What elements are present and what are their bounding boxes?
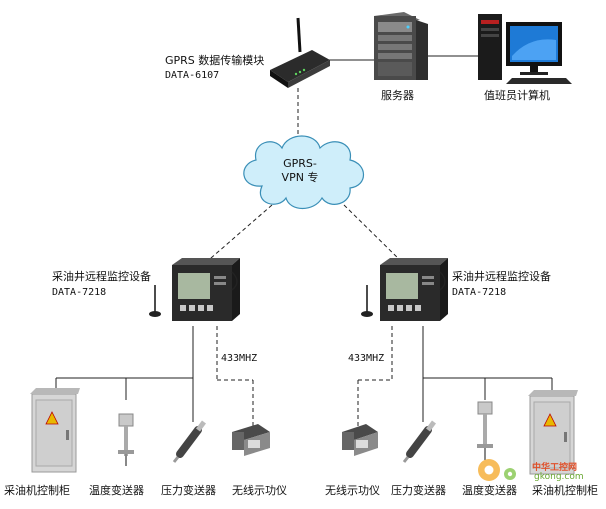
operator-pc-icon — [478, 14, 572, 84]
cloud-label: GPRS- VPN 专 — [272, 157, 328, 185]
right-pressure-transmitter-icon — [402, 420, 436, 463]
right-device-pressure-label: 压力变送器 — [391, 484, 446, 497]
link-cloud-left-station — [202, 204, 273, 266]
watermark-gear-icon — [478, 459, 516, 481]
right-device-cabinet-label: 采油机控制柜 — [532, 484, 598, 497]
left-monitor-unit-icon — [149, 258, 240, 321]
left-device-temperature-label: 温度变送器 — [89, 484, 144, 497]
cloud-label-line1: GPRS- — [283, 157, 317, 170]
gprs-module-model: DATA-6107 — [165, 70, 220, 81]
server-label: 服务器 — [381, 89, 414, 102]
right-monitor-unit-icon — [361, 258, 448, 321]
gprs-module-name: GPRS 数据传输模块 — [165, 54, 265, 67]
right-radio-frequency: 433MHZ — [348, 353, 385, 364]
right-temperature-transmitter-icon — [477, 401, 493, 460]
operator-pc-label: 值班员计算机 — [484, 89, 550, 102]
server-icon — [374, 12, 428, 80]
left-control-cabinet-icon — [30, 388, 80, 473]
right-device-temperature-label: 温度变送器 — [462, 484, 517, 497]
link-cloud-right-station — [343, 204, 406, 266]
cloud-label-line2: VPN 专 — [281, 171, 319, 184]
connection-lines — [55, 55, 553, 426]
left-pressure-transmitter-icon — [172, 420, 206, 463]
watermark-url: gkong.com — [534, 472, 584, 482]
left-device-cabinet-label: 采油机控制柜 — [4, 484, 70, 497]
watermark-title: 中华工控网 — [532, 463, 578, 473]
left-temperature-transmitter-icon — [118, 413, 134, 466]
left-wireless-dynamometer-icon — [232, 424, 270, 456]
left-device-pressure-label: 压力变送器 — [161, 484, 216, 497]
right-control-cabinet-icon — [528, 390, 578, 475]
right-station-name: 采油井远程监控设备 — [452, 270, 551, 283]
gprs-router-icon — [270, 17, 330, 88]
gprs-vpn-cloud — [243, 135, 365, 210]
right-device-dynamometer-label: 无线示功仪 — [325, 484, 380, 497]
left-station-model: DATA-7218 — [52, 287, 107, 298]
right-station-model: DATA-7218 — [452, 287, 507, 298]
left-radio-frequency: 433MHZ — [221, 353, 258, 364]
right-wireless-dynamometer-icon — [342, 424, 378, 456]
left-device-dynamometer-label: 无线示功仪 — [232, 484, 287, 497]
left-station-name: 采油井远程监控设备 — [52, 270, 151, 283]
